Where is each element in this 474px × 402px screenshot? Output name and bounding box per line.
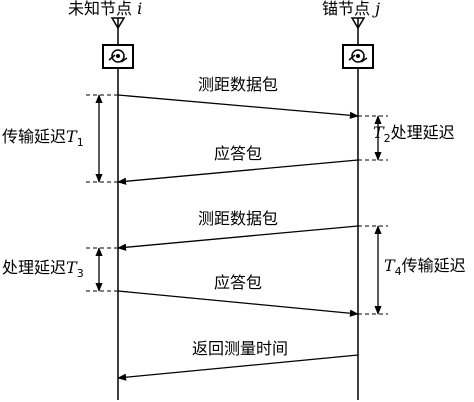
message-label-4: 应答包 (214, 273, 263, 292)
node-j-label: 锚节点 (322, 0, 371, 18)
node-i-var: i (137, 0, 143, 18)
message-label-1: 测距数据包 (198, 75, 279, 94)
message-arrow (117, 159, 359, 185)
node-j-device (342, 17, 374, 69)
sensor-icon (108, 49, 128, 63)
node-j-var: j (375, 0, 381, 18)
message-label-5: 返回测量时间 (192, 339, 289, 358)
delay-label-t2: T2处理延迟 (373, 123, 455, 146)
antenna-icon (110, 17, 126, 30)
message-arrow (117, 225, 359, 251)
sensor-icon (348, 49, 368, 63)
node-i-title: 未知节点 i (68, 0, 142, 18)
message-arrow (117, 94, 359, 119)
message-label-2: 应答包 (214, 144, 263, 163)
delay-label-t3: 处理延迟T3 (2, 258, 84, 281)
delay-label-t1: 传输延迟T1 (2, 127, 84, 150)
delay-label-t4: T4传输延迟 (384, 256, 466, 279)
node-i-label: 未知节点 (68, 0, 133, 18)
node-j-title: 锚节点 j (322, 0, 380, 18)
antenna-icon (350, 17, 366, 30)
message-arrow (117, 290, 359, 317)
message-label-3: 测距数据包 (198, 209, 279, 228)
message-arrow (117, 354, 359, 381)
node-i-device (102, 17, 134, 69)
